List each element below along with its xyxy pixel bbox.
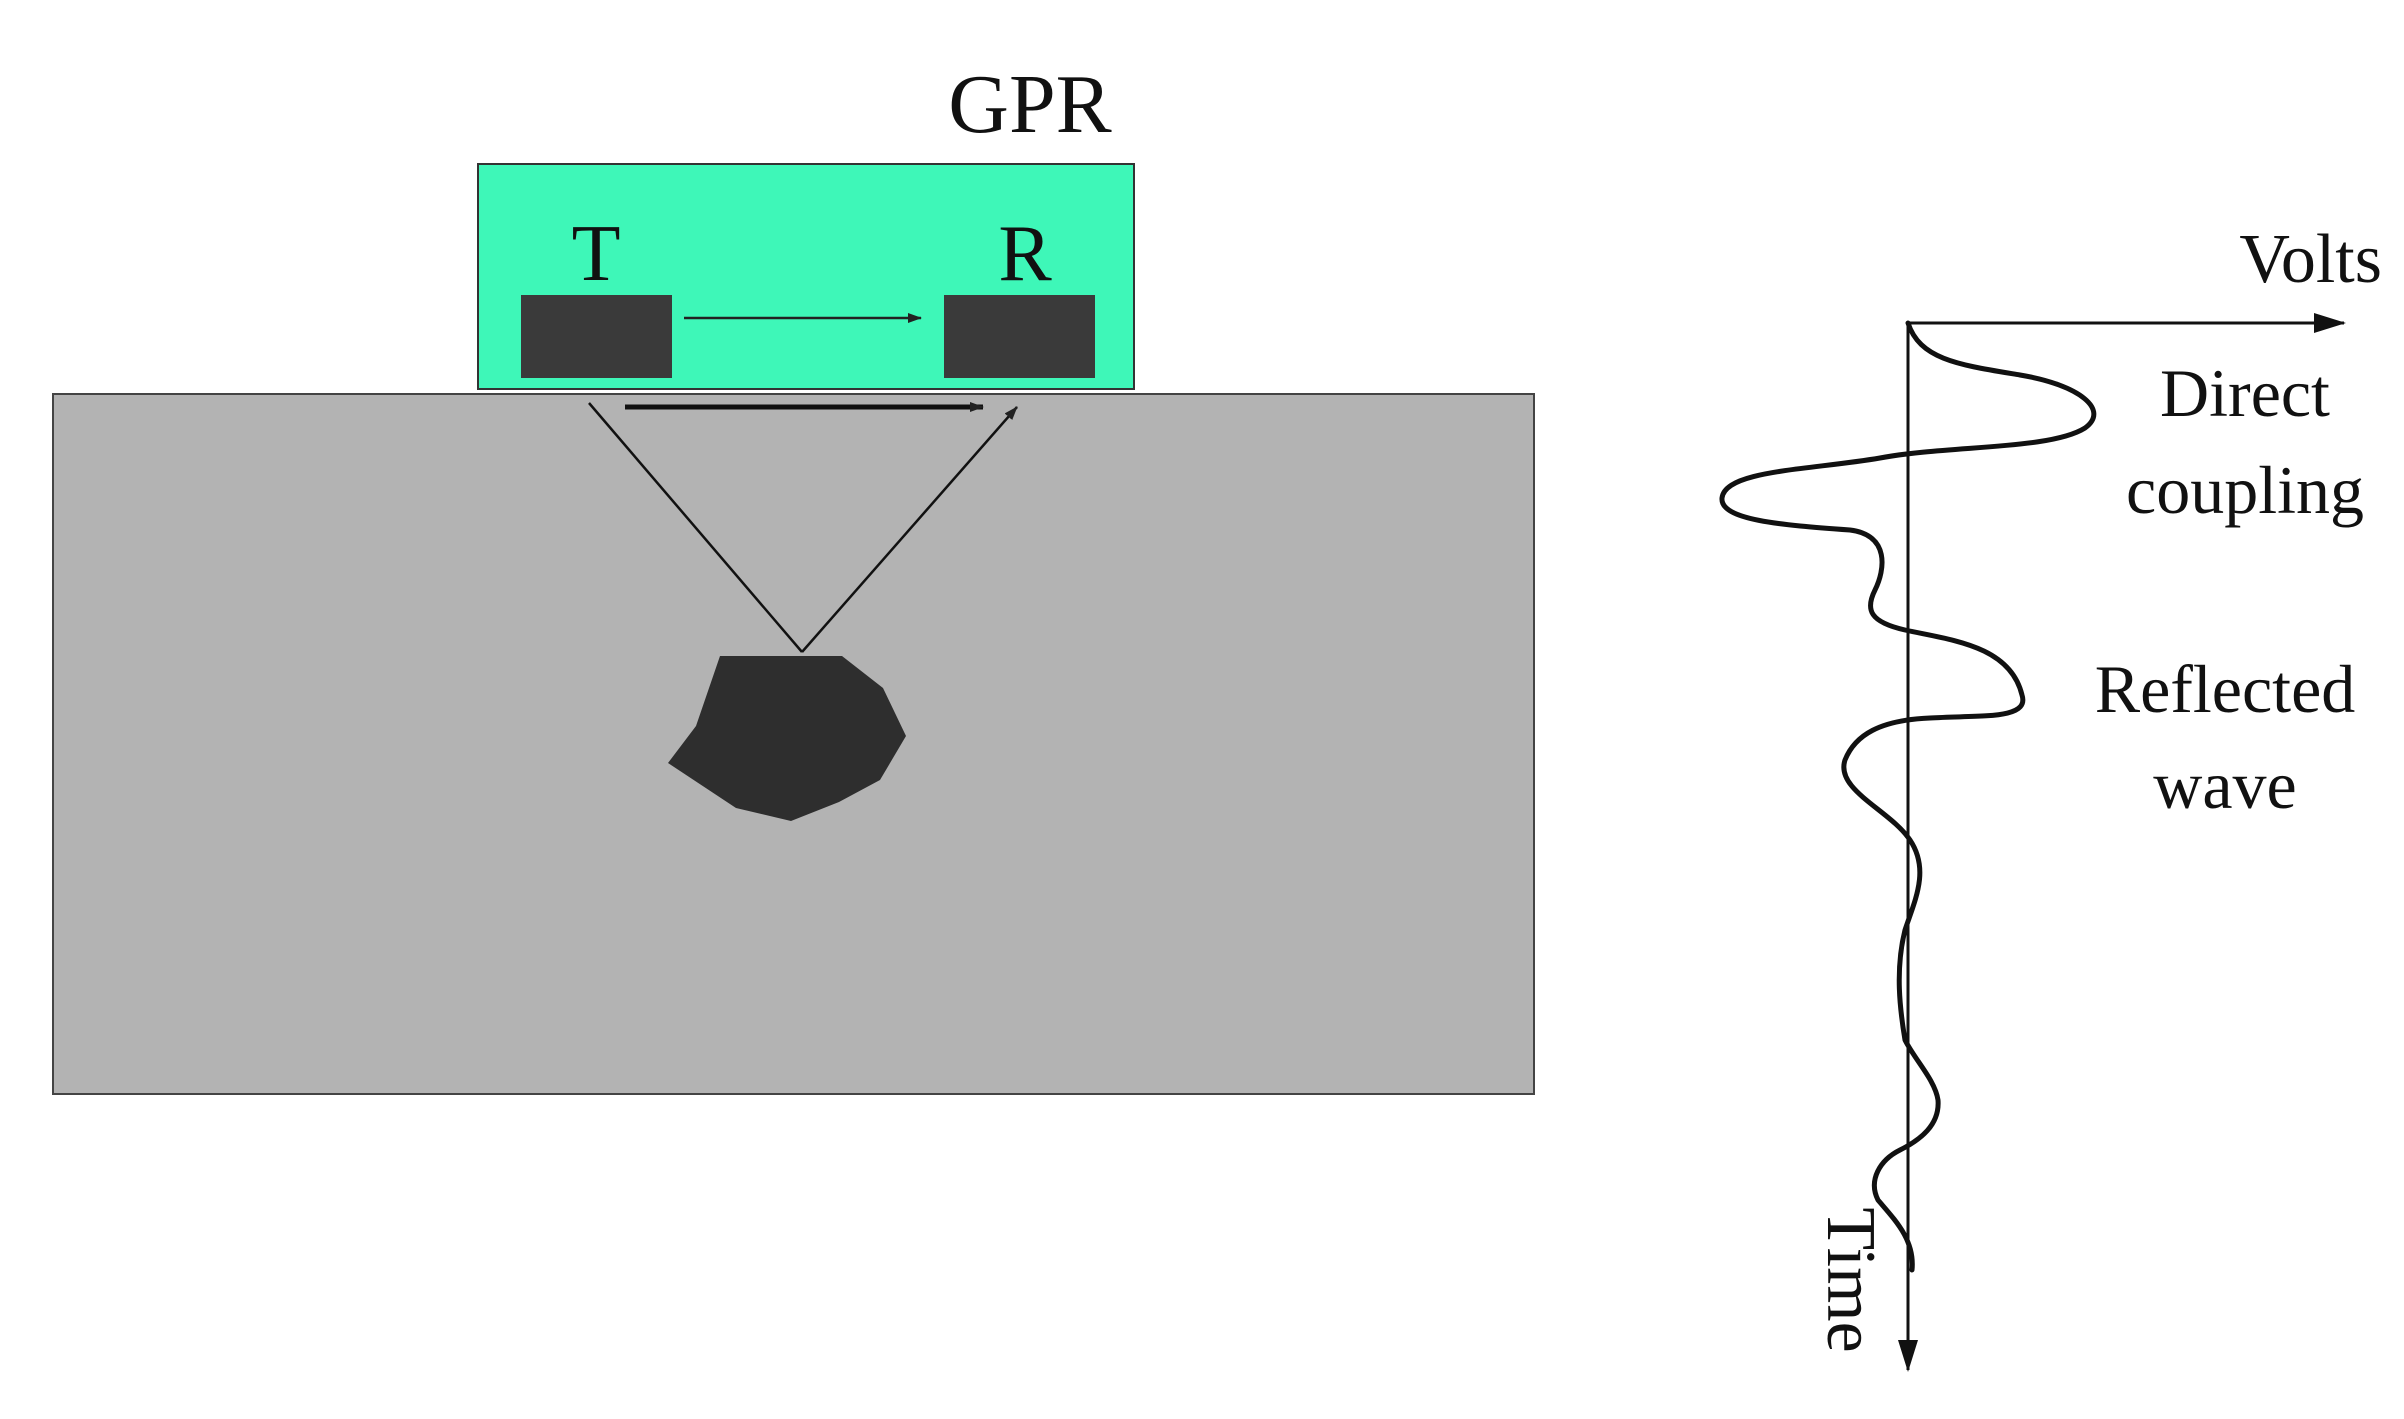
incident-ray bbox=[588, 402, 803, 653]
transmitter-antenna bbox=[521, 295, 672, 378]
reflected-wave-label-line2: wave bbox=[2153, 747, 2296, 823]
reflected-wave-label-line1: Reflected bbox=[2095, 651, 2356, 727]
transmitter-label: T bbox=[572, 210, 621, 298]
receiver-label: R bbox=[998, 210, 1052, 298]
direct-coupling-label-line2: coupling bbox=[2126, 452, 2364, 528]
volts-label: Volts bbox=[2239, 221, 2382, 298]
waveform-trace bbox=[1719, 320, 2097, 1273]
reflected-ray-arrow bbox=[801, 406, 1018, 653]
buried-target bbox=[668, 656, 906, 821]
gpr-title: GPR bbox=[948, 58, 1111, 151]
receiver-antenna bbox=[944, 295, 1095, 378]
time-label: Time bbox=[1812, 1207, 1889, 1352]
direct-coupling-label-line1: Direct bbox=[2160, 355, 2330, 431]
